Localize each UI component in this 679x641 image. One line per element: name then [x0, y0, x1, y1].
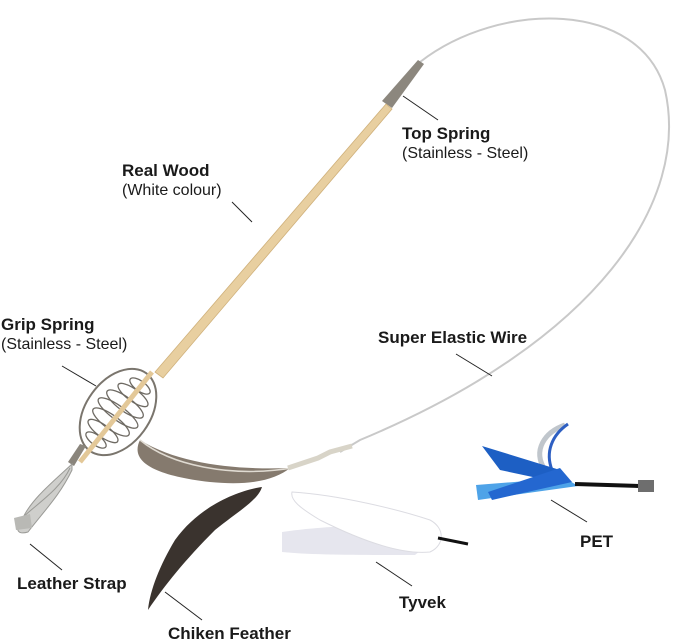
label-chiken-feather-title: Chiken Feather: [168, 624, 291, 641]
chicken-feather-light: [137, 440, 290, 484]
chicken-feather-dark: [148, 487, 262, 610]
label-super-elastic-wire-title: Super Elastic Wire: [378, 328, 528, 347]
label-tyvek: Tyvek: [399, 593, 446, 613]
label-leather-strap-title: Leather Strap: [17, 574, 127, 593]
label-chiken-feather: Chiken Feather: [168, 624, 291, 641]
top-spring: [382, 60, 424, 108]
label-leather-strap: Leather Strap: [17, 574, 127, 594]
leader-lines: [29, 95, 588, 621]
label-super-elastic-wire: Super Elastic Wire: [378, 328, 527, 348]
label-real-wood: Real Wood (White colour): [122, 161, 222, 201]
label-grip-spring-subtitle: (Stainless - Steel): [1, 336, 128, 354]
label-pet: PET: [580, 532, 613, 552]
label-pet-title: PET: [580, 532, 614, 551]
label-real-wood-subtitle: (White colour): [122, 182, 222, 200]
label-real-wood-title: Real Wood: [122, 161, 210, 180]
label-grip-spring: Grip Spring (Stainless - Steel): [1, 315, 127, 355]
label-top-spring-title: Top Spring: [402, 124, 491, 143]
real-wood-stick: [154, 103, 393, 379]
label-grip-spring-title: Grip Spring: [1, 315, 95, 334]
tyvek-lure: [282, 491, 469, 555]
grip-spring: [78, 367, 158, 464]
pet-lure: [476, 422, 654, 500]
label-top-spring-subtitle: (Stainless - Steel): [402, 145, 529, 163]
super-elastic-wire: [339, 17, 670, 453]
label-tyvek-title: Tyvek: [399, 593, 446, 612]
label-top-spring: Top Spring (Stainless - Steel): [402, 124, 528, 164]
